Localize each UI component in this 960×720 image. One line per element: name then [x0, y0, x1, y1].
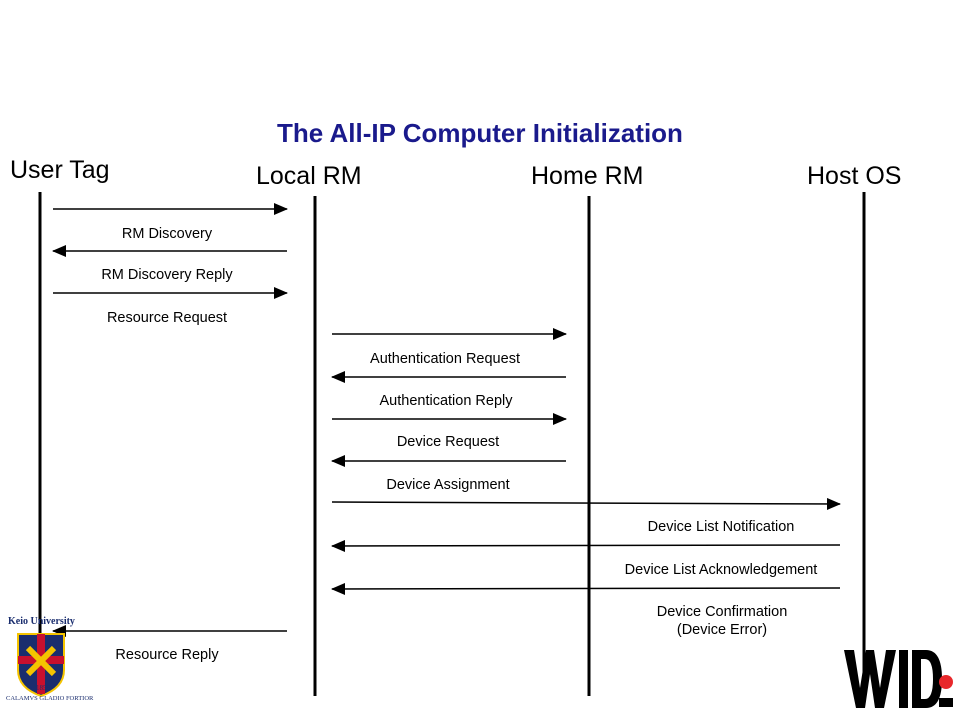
keio-university-logo	[17, 633, 65, 698]
participant-user-tag: User Tag	[10, 156, 110, 184]
diagram-title: The All-IP Computer Initialization	[277, 118, 683, 148]
message-label: Device List Acknowledgement	[624, 562, 818, 578]
message-label: Authentication Reply	[379, 393, 513, 409]
participant-local-rm: Local RM	[256, 162, 362, 190]
message-label: Device Confirmation (Device Error)	[656, 604, 788, 638]
message-label: RM Discovery	[121, 226, 213, 242]
participant-home-rm: Home RM	[531, 162, 644, 190]
participant-host-os: Host OS	[807, 162, 902, 190]
message-label: Resource Reply	[115, 647, 219, 663]
arrow-device-list-notification	[331, 497, 841, 510]
message-label: Resource Request	[106, 310, 228, 326]
message-label: Device Request	[396, 434, 500, 450]
keio-logo-motto: CALAMVS GLADIO FORTIOR	[6, 695, 94, 702]
message-label: Authentication Request	[370, 351, 520, 367]
arrow-device-confirmation	[331, 582, 841, 595]
message-label: RM Discovery Reply	[101, 267, 233, 283]
keio-logo-text: Keio University	[8, 616, 75, 627]
keio-logo-year: 1858	[36, 684, 50, 692]
arrow-device-list-acknowledgement	[331, 539, 841, 552]
message-label: Device List Notification	[647, 519, 795, 535]
wide-logo	[844, 650, 953, 708]
message-label: Device Assignment	[386, 477, 510, 493]
